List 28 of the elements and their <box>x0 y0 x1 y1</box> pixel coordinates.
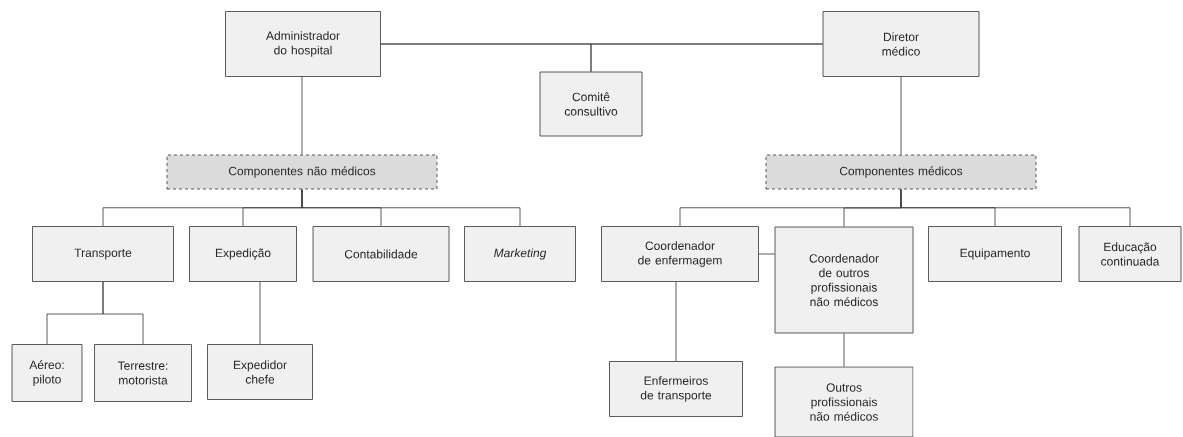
connector-line <box>259 281 261 345</box>
process-box: Enfermeiros de transporte <box>609 361 743 417</box>
connector-line <box>301 76 303 155</box>
process-box: Equipamento <box>928 226 1062 282</box>
process-box: Diretor médico <box>822 11 980 77</box>
group-box: Componentes médicos <box>765 154 1037 190</box>
connector-line <box>843 333 845 367</box>
connector-line <box>301 189 521 227</box>
process-box: Aéreo: piloto <box>11 344 83 402</box>
process-box: Coordenador de enfermagem <box>601 226 759 282</box>
connector-line <box>900 189 1131 227</box>
group-box: Componentes não médicos <box>166 154 438 190</box>
connector-line <box>758 253 775 255</box>
connector-line <box>102 281 144 345</box>
process-box: Comitê consultivo <box>539 71 643 137</box>
connector-line <box>590 43 823 72</box>
connector-line <box>900 76 902 155</box>
connector-line <box>675 281 677 362</box>
process-box: Terrestre: motorista <box>94 344 192 402</box>
process-box: Outros profissionais não médicos <box>774 366 914 437</box>
process-box: Expedidor chefe <box>207 344 313 400</box>
process-box: Contabilidade <box>312 226 450 282</box>
process-box: Expedição <box>189 226 297 282</box>
process-box: Administrador do hospital <box>225 11 381 77</box>
process-box: Marketing <box>464 226 576 282</box>
process-box: Educação continuada <box>1078 226 1182 282</box>
process-box: Coordenador de outros profissionais não médicos <box>774 226 914 334</box>
process-box: Transporte <box>32 226 174 282</box>
